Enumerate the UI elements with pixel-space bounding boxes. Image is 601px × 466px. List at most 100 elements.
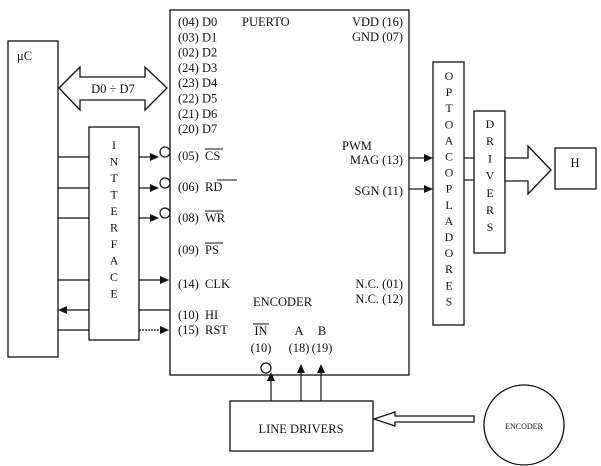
encoder-input-b: B (19) [312, 324, 333, 355]
label-letter: V [486, 169, 495, 183]
encoder-signal-arrow [371, 411, 475, 427]
right-pin-label: GND (07) [352, 30, 403, 44]
right-pin-label: VDD (16) [352, 15, 403, 29]
label-letter: R [110, 221, 118, 235]
uc-interface-wires [58, 156, 89, 331]
encoder-device-label: ENCODER [505, 422, 543, 431]
h-bridge-block: H [554, 147, 597, 190]
right-pin-text: SGN (11) [355, 184, 404, 198]
label-letter: A [445, 214, 454, 228]
label-letter: E [445, 278, 452, 292]
port-opto-wires [409, 154, 433, 193]
drivers-label: DRIVERS [486, 117, 495, 234]
right-pin-label: SGN (11) [355, 184, 404, 198]
pin-label-d5: (22) D5 [178, 92, 217, 106]
interface-port-wires [139, 146, 171, 334]
label-letter: O [445, 117, 454, 131]
label-letter: N [110, 155, 119, 169]
label-letter: I [488, 151, 492, 165]
label-letter: T [445, 101, 453, 115]
power-arrow [504, 144, 552, 196]
pin-name: PS [205, 243, 219, 257]
label-letter: A [445, 133, 454, 147]
label-letter: O [445, 246, 454, 260]
label-letter: I [112, 138, 116, 152]
control-pin-rst: (15) RST [178, 323, 228, 337]
label-letter: T [110, 188, 118, 202]
label-letter: O [445, 69, 454, 83]
in-inversion-bubble [260, 362, 272, 374]
microcontroller-block: μC [7, 40, 59, 358]
pin-name: WR [205, 211, 226, 225]
label-letter: F [111, 237, 118, 251]
pin-number: (06) [178, 180, 199, 194]
port-title: PUERTO [242, 15, 290, 29]
encoder-input-name: B [318, 324, 326, 338]
data-bus-label: D0 ÷ D7 [91, 82, 135, 96]
pin-number: (10) [178, 308, 199, 322]
right-pin-text: GND (07) [352, 30, 403, 44]
pin-number: (09) [178, 243, 199, 257]
arrow-to-uc [58, 306, 67, 314]
control-pin-cs: (05)CS [178, 148, 223, 163]
control-pin-wr: (08) WR [178, 210, 226, 225]
data-bus-arrow: D0 ÷ D7 [58, 65, 168, 112]
sgn-arrow [424, 185, 433, 193]
right-pin-text: MAG (13) [350, 153, 403, 167]
pin-label-d7: (20) D7 [178, 122, 217, 136]
control-pins: (05)CS(06)RD(08)WR(09)PS(14)CLK(10)HI(15… [178, 148, 237, 337]
encoder-section-title: ENCODER [253, 295, 313, 309]
label-letter: P [446, 182, 453, 196]
pin-label-d4: (23) D4 [178, 76, 218, 90]
pin-number: (08) [178, 211, 199, 225]
label-letter: P [446, 85, 453, 99]
encoder-device: ENCODER [483, 384, 565, 466]
pin-label-d2: (02) D2 [178, 46, 217, 60]
pin-name: CS [205, 149, 220, 163]
drivers-block: DRIVERS [473, 110, 506, 254]
rd-inversion-bubble [159, 177, 171, 189]
label-letter: E [110, 204, 117, 218]
control-pin-rd: (06) RD [178, 179, 237, 194]
label-letter: R [486, 134, 494, 148]
encoder-inputs: IN(10)A(18)B(19) [251, 323, 333, 355]
label-letter: E [110, 287, 117, 301]
label-letter: L [445, 198, 452, 212]
pin-number: (15) [178, 323, 199, 337]
control-pin-clk: (14)CLK [178, 277, 230, 291]
encoder-input-name: A [294, 324, 303, 338]
port-block: PUERTO ENCODER (04) D0(03) D1(02) D2(24)… [169, 9, 410, 376]
encoder-input-pin: (19) [312, 341, 333, 355]
pin-label-d1: (03) D1 [178, 30, 217, 44]
label-letter: A [110, 254, 119, 268]
right-pin-text: VDD (16) [352, 15, 403, 29]
cs-inversion-bubble [159, 146, 171, 158]
mag-arrow [424, 154, 433, 162]
line-drivers-block: LINE DRIVERS [229, 400, 374, 452]
pin-number: (14) [178, 277, 199, 291]
pin-name: RST [205, 323, 228, 337]
h-bridge-label: H [570, 156, 579, 170]
right-pin-label: PWM [342, 139, 372, 153]
right-pin-text: N.C. (12) [355, 292, 403, 306]
right-pin-label: N.C. (01) [355, 277, 403, 291]
label-letter: D [486, 117, 495, 131]
label-letter: R [445, 262, 453, 276]
line-driver-wires [260, 362, 325, 401]
line-drivers-label: LINE DRIVERS [258, 422, 343, 436]
label-letter: O [445, 166, 454, 180]
label-letter: S [446, 294, 453, 308]
encoder-input-pin: (18) [289, 341, 310, 355]
label-letter: R [486, 203, 494, 217]
pin-name: RD [205, 180, 222, 194]
microcontroller-label: μC [17, 49, 32, 63]
label-letter: D [445, 230, 454, 244]
right-pin-text: PWM [342, 139, 372, 153]
label-letter: E [486, 186, 493, 200]
